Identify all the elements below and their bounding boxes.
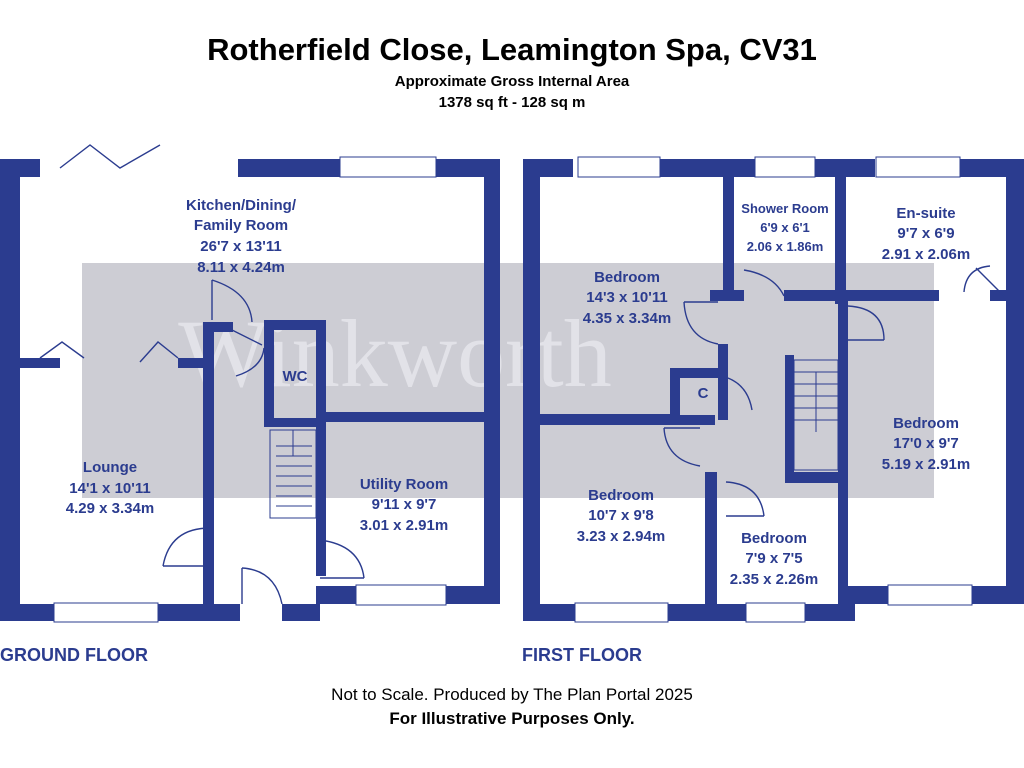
ground-floor-label: GROUND FLOOR xyxy=(0,645,148,665)
plan-title: Rotherfield Close, Leamington Spa, CV31 xyxy=(207,32,817,67)
bedroom1-metric: 4.35 x 3.34m xyxy=(583,310,671,327)
shower-metric: 2.06 x 1.86m xyxy=(747,239,824,254)
plan-subtitle: Approximate Gross Internal Area xyxy=(394,73,630,90)
bedroom2-name: Bedroom xyxy=(893,415,959,432)
kitchen-metric: 8.11 x 4.24m xyxy=(197,259,285,276)
bedroom4-imperial: 7'9 x 7'5 xyxy=(745,550,802,567)
ensuite-name: En-suite xyxy=(896,205,955,222)
ground-floor-stairs xyxy=(269,429,317,519)
kitchen-name-line2: Family Room xyxy=(194,217,288,234)
utility-name: Utility Room xyxy=(360,476,448,493)
ensuite-imperial: 9'7 x 6'9 xyxy=(897,225,954,242)
first-floor-windows xyxy=(574,156,973,623)
wc-name: WC xyxy=(283,368,308,385)
kitchen-imperial: 26'7 x 13'11 xyxy=(200,238,281,255)
bedroom3-imperial: 10'7 x 9'8 xyxy=(588,507,654,524)
first-floor-stairs xyxy=(793,359,839,471)
footer-scale-note: Not to Scale. Produced by The Plan Porta… xyxy=(331,685,693,704)
lounge-imperial: 14'1 x 10'11 xyxy=(69,480,150,497)
gross-area: 1378 sq ft - 128 sq m xyxy=(438,94,586,111)
bedroom1-imperial: 14'3 x 10'11 xyxy=(586,289,667,306)
bedroom2-metric: 5.19 x 2.91m xyxy=(882,456,970,473)
utility-imperial: 9'11 x 9'7 xyxy=(372,496,437,513)
first-floor-walls xyxy=(523,159,1024,621)
lounge-name: Lounge xyxy=(83,459,137,476)
bedroom4-metric: 2.35 x 2.26m xyxy=(730,571,818,588)
shower-name: Shower Room xyxy=(741,201,828,216)
ground-floor-doors xyxy=(39,144,365,605)
bedroom1-name: Bedroom xyxy=(594,269,660,286)
lounge-metric: 4.29 x 3.34m xyxy=(66,500,154,517)
cupboard-name: C xyxy=(698,385,709,402)
bedroom3-metric: 3.23 x 2.94m xyxy=(577,528,665,545)
bedroom4-name: Bedroom xyxy=(741,530,807,547)
ensuite-metric: 2.91 x 2.06m xyxy=(882,246,970,263)
kitchen-name-line1: Kitchen/Dining/ xyxy=(186,197,297,214)
ground-floor-windows xyxy=(53,156,447,623)
first-floor-doors xyxy=(663,265,1005,517)
utility-metric: 3.01 x 2.91m xyxy=(360,517,448,534)
bedroom2-imperial: 17'0 x 9'7 xyxy=(893,435,959,452)
shower-imperial: 6'9 x 6'1 xyxy=(760,220,810,235)
watermark-text: Winkworth xyxy=(178,300,611,407)
first-floor-label: FIRST FLOOR xyxy=(522,645,642,665)
bedroom3-name: Bedroom xyxy=(588,487,654,504)
footer-disclaimer: For Illustrative Purposes Only. xyxy=(389,709,635,728)
